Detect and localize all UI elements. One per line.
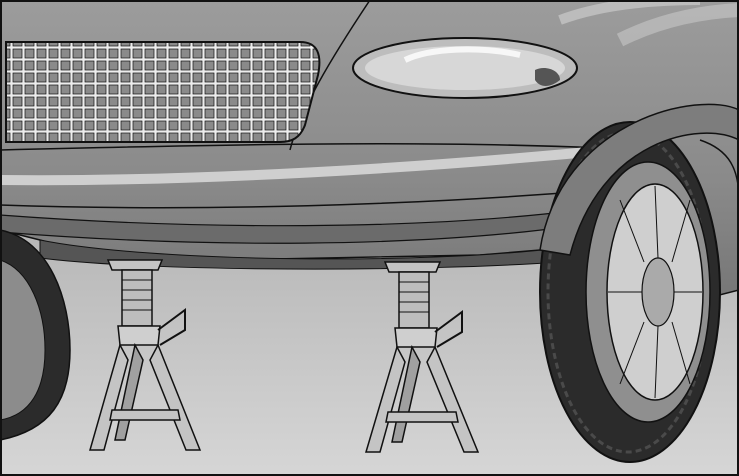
headlight-shine [403,46,521,63]
bumper-line-top [0,143,601,151]
left-tire [0,229,71,441]
bumper-highlight [0,145,611,186]
jack-stand-right [364,261,480,453]
grille [5,41,321,143]
wheel-arch [539,103,739,256]
headlight-shadow [535,68,560,86]
fender-highlight [616,3,739,47]
jack-stand-left [89,259,202,451]
bumper-line-lower [0,189,601,209]
headlight-inner [365,46,565,90]
